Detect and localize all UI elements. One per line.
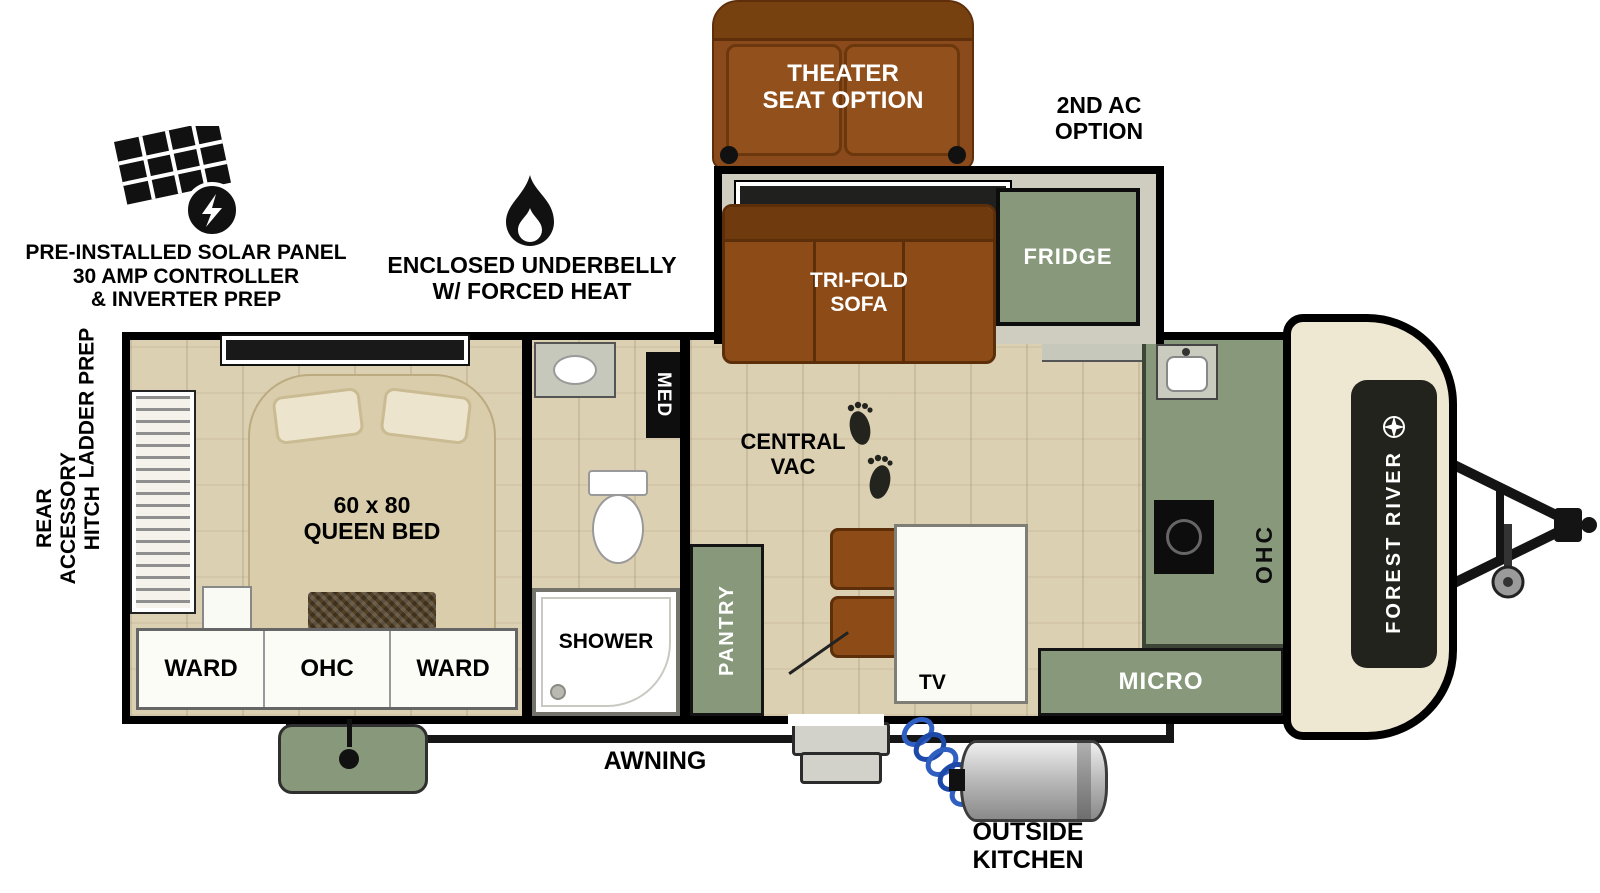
fridge-label: FRIDGE xyxy=(1023,244,1113,269)
queen-bed-label: 60 x 80 QUEEN BED xyxy=(303,492,441,544)
kitchen-ohc-label: OHC xyxy=(1251,523,1277,584)
dinette-seat xyxy=(830,528,902,590)
bathroom-sink xyxy=(534,342,616,398)
dinette-seat xyxy=(830,596,902,658)
wardrobe-right: WARD xyxy=(416,655,490,682)
theater-seat-base-left xyxy=(720,146,738,164)
medicine-cabinet: MED xyxy=(646,352,680,438)
bath-living-wall xyxy=(680,340,690,716)
shower-drain xyxy=(550,684,566,700)
shower: SHOWER xyxy=(532,588,680,716)
solar-note: PRE-INSTALLED SOLAR PANEL 30 AMP CONTROL… xyxy=(25,241,347,312)
theater-seat-label: THEATER SEAT OPTION xyxy=(762,60,924,115)
water-heater-fitting xyxy=(949,769,965,791)
rear-hitch-note: REAR ACCESSORY HITCH xyxy=(32,438,105,598)
trailer-body: 60 x 80 QUEEN BED WARD OHC WARD MED SHOW… xyxy=(122,332,1292,724)
fridge: FRIDGE xyxy=(996,188,1140,326)
brand-name: FOREST RIVER xyxy=(1382,450,1405,634)
shower-label: SHOWER xyxy=(558,630,654,653)
forest-river-logo-icon xyxy=(1383,416,1405,439)
kitchen-counter: OHC xyxy=(1142,340,1284,648)
rear-hitch-text: REAR ACCESSORY HITCH xyxy=(32,451,105,585)
solar-panel-icon xyxy=(114,126,240,238)
bedroom-window xyxy=(222,336,468,364)
flame-icon xyxy=(506,175,554,246)
bed-runner xyxy=(308,592,436,630)
pantry: PANTRY xyxy=(690,544,764,716)
water-heater-band xyxy=(1077,743,1091,819)
toilet-bowl xyxy=(592,494,644,564)
power-cord-plug xyxy=(339,749,359,769)
pantry-label: PANTRY xyxy=(715,584,738,676)
front-cap: FOREST RIVER xyxy=(1283,314,1457,740)
outside-kitchen-label: OUTSIDE KITCHEN xyxy=(972,818,1084,875)
cooktop xyxy=(1154,500,1214,574)
sofa-back-cushion xyxy=(725,207,993,242)
awning-arm xyxy=(1166,720,1174,738)
entry-step xyxy=(800,752,882,784)
nightstand xyxy=(202,586,252,632)
entry-step xyxy=(792,722,890,756)
underbelly-note: ENCLOSED UNDERBELLY W/ FORCED HEAT xyxy=(387,252,677,304)
kitchen-sink xyxy=(1156,344,1218,400)
tv-label: TV xyxy=(919,671,946,694)
bedroom-side-window xyxy=(132,392,194,612)
theater-seat-cushion-right xyxy=(844,44,960,156)
toilet xyxy=(582,470,650,570)
bedroom-bath-wall xyxy=(522,340,532,716)
second-ac-label: 2ND AC OPTION xyxy=(1054,92,1144,144)
awning-rail xyxy=(286,735,1174,743)
awning-label: AWNING xyxy=(603,747,707,775)
bedroom-cabinet-strip: WARD OHC WARD xyxy=(136,628,518,710)
queen-bed: 60 x 80 QUEEN BED xyxy=(248,374,496,634)
shower-pan xyxy=(541,597,671,707)
toilet-tank xyxy=(588,470,648,496)
entry-door-opening xyxy=(788,714,884,726)
sofa-label: TRI-FOLD SOFA xyxy=(810,269,908,316)
theater-seat-cushion-left xyxy=(726,44,842,156)
theater-seat-base-right xyxy=(948,146,966,164)
brand-panel: FOREST RIVER xyxy=(1351,380,1437,668)
footprints-icon xyxy=(847,401,893,499)
central-vac-label: CENTRAL VAC xyxy=(740,429,846,479)
kitchen-countertop xyxy=(1042,340,1142,362)
theater-seat-headrest xyxy=(714,2,972,41)
tv-cabinet: TV xyxy=(894,524,1028,704)
sofa-seam xyxy=(901,242,905,361)
water-heater xyxy=(949,740,1108,822)
sofa-seam xyxy=(813,242,817,361)
power-cord-box xyxy=(278,719,428,794)
power-cord-wire xyxy=(347,719,352,747)
micro-label: MICRO xyxy=(1118,668,1204,695)
pillow xyxy=(271,386,365,446)
tri-fold-sofa: TRI-FOLD SOFA xyxy=(722,204,996,364)
pillow xyxy=(379,386,473,446)
bedroom-ohc: OHC xyxy=(265,631,391,707)
microwave-cabinet: MICRO xyxy=(1038,648,1284,716)
wardrobe-left: WARD xyxy=(139,631,265,707)
theater-seat-option: THEATER SEAT OPTION xyxy=(712,0,974,170)
hitch-graphic xyxy=(1448,457,1597,599)
